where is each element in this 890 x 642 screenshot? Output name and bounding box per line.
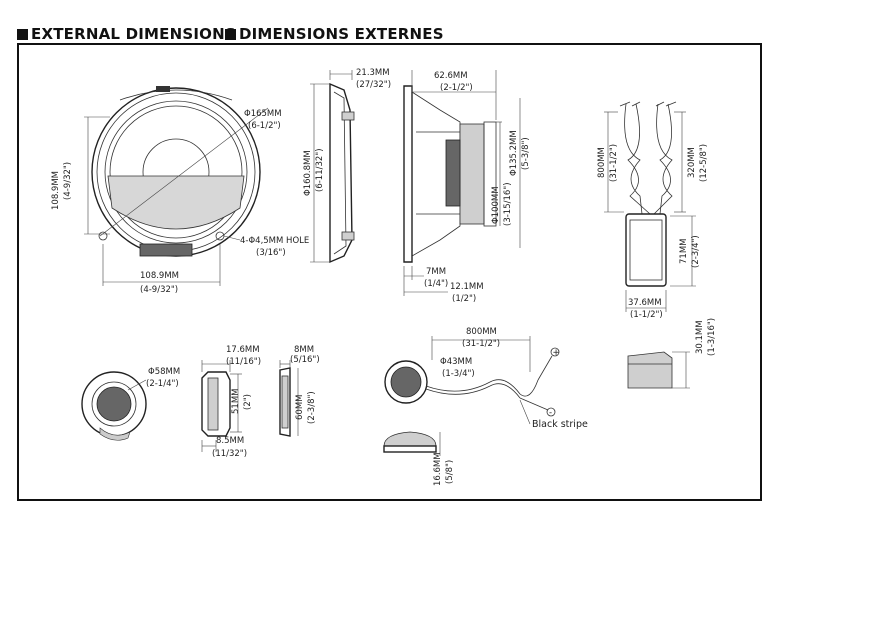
crossover-height-inch: (2-3/4")	[691, 235, 701, 268]
surface-diameter-inch: (1-3/4")	[442, 369, 475, 379]
woofer-diameter-inch: (6-1/2")	[248, 121, 281, 131]
surface-wire-inch: (31-1/2")	[462, 339, 500, 349]
outer-diameter-label: Φ135.2MM	[509, 130, 519, 176]
total-inch: (1/2")	[452, 294, 476, 304]
minus-label: -	[549, 408, 552, 418]
woofer-diameter-label: Φ165MM	[244, 109, 282, 119]
magnet-diameter-label: Φ100MM	[491, 186, 501, 224]
crossover-lead-inch: (12-5/8")	[699, 144, 709, 182]
woofer-width-inch: (4-9/32")	[140, 285, 178, 295]
crossover-lead-label: 320MM	[687, 147, 697, 178]
crossover-depth-inch: (1-3/16")	[707, 318, 717, 356]
crossover-height-label: 71MM	[679, 239, 689, 264]
tweeter-diameter-label: Φ58MM	[148, 367, 180, 377]
header-title-fr: DIMENSIONS EXTERNES	[225, 25, 444, 43]
surface-diameter-label: Φ43MM	[440, 357, 472, 367]
ring-thickness-inch: (5/16")	[290, 355, 320, 365]
crossover-view: 800MM (31-1/2") 320MM (12-5/8") 71MM (2-…	[597, 101, 717, 389]
woofer-profile-view: 62.6MM (2-1/2") Φ135.2MM (5-3/8") Φ100MM…	[403, 70, 531, 304]
woofer-front-view: Φ165MM (6-1/2") 108.9MM (4-9/32") 108.9M…	[51, 86, 309, 295]
surface-tweeter-view: 800MM (31-1/2") Φ43MM (1-3/4") + - Black…	[383, 327, 588, 486]
total-label: 12.1MM	[450, 282, 484, 292]
woofer-hole-label: 4-Φ4,5MM HOLE	[240, 236, 309, 246]
title-fr-text: DIMENSIONS EXTERNES	[239, 25, 444, 43]
tweeter-diameter-inch: (2-1/4")	[146, 379, 179, 389]
plus-label: +	[553, 348, 560, 358]
bullet-square-icon	[225, 29, 236, 40]
surface-height-label: 16.6MM	[433, 452, 443, 486]
header-title-en: EXTERNAL DIMENSIONS	[17, 25, 236, 43]
woofer-height-inch: (4-9/32")	[63, 162, 73, 200]
woofer-depth-inch: (27/32")	[356, 80, 391, 90]
tweeter-front-view: Φ58MM (2-1/4")	[81, 367, 180, 441]
ring-height-inch: (2-3/8")	[307, 391, 317, 424]
crossover-wire-label: 800MM	[597, 147, 607, 178]
woofer-side-view: 21.3MM (27/32") Φ160.8MM (6-11/32")	[303, 68, 391, 264]
magnet-depth-label: 62.6MM	[434, 71, 468, 81]
magnet-diameter-inch: (3-15/16")	[503, 182, 513, 226]
flange-inch: (1/4")	[424, 279, 448, 289]
crossover-wire-inch: (31-1/2")	[609, 144, 619, 182]
woofer-side-diameter-label: Φ160.8MM	[303, 150, 313, 196]
outer-diameter-inch: (5-3/8")	[521, 137, 531, 170]
tweeter-depth-inch: (11/16")	[226, 357, 261, 367]
surface-height-inch: (5/8")	[445, 460, 455, 484]
flange-label: 7MM	[426, 267, 446, 277]
tweeter-flange-label: 8.5MM	[216, 436, 244, 446]
woofer-hole-inch: (3/16")	[256, 248, 286, 258]
woofer-height-label: 108.9MM	[51, 171, 61, 210]
drawing-frame	[17, 43, 762, 501]
bullet-square-icon	[17, 29, 28, 40]
woofer-side-diameter-inch: (6-11/32")	[315, 148, 325, 192]
crossover-width-label: 37.6MM	[628, 298, 662, 308]
crossover-depth-label: 30.1MM	[695, 320, 705, 354]
woofer-depth-label: 21.3MM	[356, 68, 390, 78]
surface-wire-label: 800MM	[466, 327, 497, 337]
tweeter-depth-label: 17.6MM	[226, 345, 260, 355]
crossover-width-inch: (1-1/2")	[630, 310, 663, 320]
tweeter-side-view: 17.6MM (11/16") 51MM (2") 8.5MM (11/32")	[201, 345, 261, 459]
tweeter-flange-inch: (11/32")	[212, 449, 247, 459]
magnet-depth-inch: (2-1/2")	[440, 83, 473, 93]
ring-height-label: 60MM	[295, 395, 305, 420]
title-en-text: EXTERNAL DIMENSIONS	[31, 25, 236, 43]
tweeter-height-label: 51MM	[231, 389, 241, 414]
ring-thickness-label: 8MM	[294, 345, 314, 355]
tweeter-height-inch: (2")	[243, 394, 253, 410]
black-stripe-label: Black stripe	[532, 419, 588, 430]
tweeter-ring-view: 8MM (5/16") 60MM (2-3/8")	[279, 345, 320, 437]
woofer-width-label: 108.9MM	[140, 271, 179, 281]
